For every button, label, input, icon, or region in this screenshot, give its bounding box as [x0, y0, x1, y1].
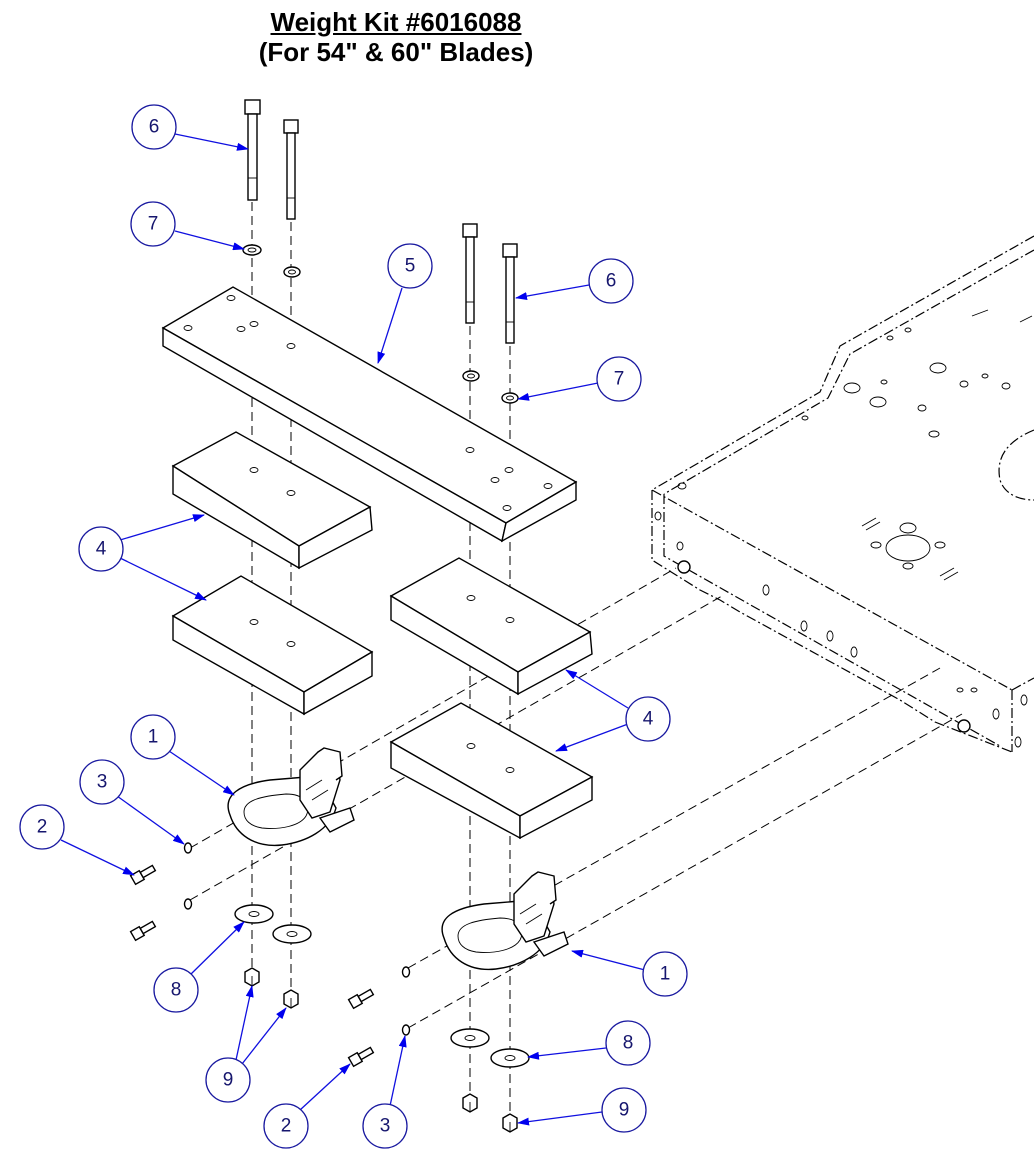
svg-text:1: 1 [148, 727, 159, 748]
svg-text:6: 6 [149, 117, 160, 138]
callout-bubble-8: 8 [153, 967, 199, 1013]
svg-text:4: 4 [96, 539, 107, 560]
callout-bubble-2: 2 [263, 1103, 309, 1149]
svg-text:9: 9 [619, 1100, 630, 1121]
svg-text:4: 4 [643, 709, 654, 730]
callout-bubble-6: 6 [131, 104, 177, 150]
callout-bubble-1: 1 [642, 951, 688, 997]
callout-bubble-9: 9 [601, 1087, 647, 1133]
svg-text:8: 8 [623, 1033, 634, 1054]
callout-bubble-5: 5 [387, 243, 433, 289]
leader-lines [60, 133, 646, 1126]
svg-text:5: 5 [405, 256, 416, 277]
mower-frame [650, 235, 1034, 753]
callout-bubble-6: 6 [588, 258, 634, 304]
callout-bubble-2: 2 [19, 804, 65, 850]
svg-text:8: 8 [171, 980, 182, 1001]
callout-bubble-8: 8 [605, 1020, 651, 1066]
diagram-title: Weight Kit #6016088 [270, 7, 522, 37]
svg-text:9: 9 [223, 1070, 234, 1091]
callout-bubble-7: 7 [130, 201, 176, 247]
callout-bubble-4: 4 [78, 526, 124, 572]
part-5-weight-bar [161, 286, 578, 543]
svg-text:2: 2 [37, 817, 48, 838]
svg-text:1: 1 [660, 964, 671, 985]
svg-text:2: 2 [281, 1116, 292, 1137]
callout-bubble-3: 3 [79, 759, 125, 805]
svg-text:7: 7 [148, 214, 159, 235]
callout-bubble-9: 9 [205, 1057, 251, 1103]
callout-bubble-4: 4 [625, 696, 671, 742]
part-4-weight-blocks [171, 431, 594, 840]
svg-text:6: 6 [606, 271, 617, 292]
part-6-bolts [244, 99, 518, 344]
diagram-subtitle: (For 54" & 60" Blades) [258, 37, 534, 67]
part-9-hex-nuts [244, 967, 518, 1133]
part-3-lock-washers [183, 842, 411, 1036]
part-2-screws [129, 864, 375, 1068]
part-1-hitch-brackets [227, 747, 569, 971]
svg-text:3: 3 [380, 1116, 391, 1137]
part-8-flat-washers [234, 904, 530, 1068]
callout-bubble-1: 1 [130, 714, 176, 760]
callout-bubble-3: 3 [362, 1103, 408, 1149]
callout-bubble-7: 7 [596, 356, 642, 402]
svg-text:7: 7 [614, 369, 625, 390]
svg-text:3: 3 [97, 772, 108, 793]
